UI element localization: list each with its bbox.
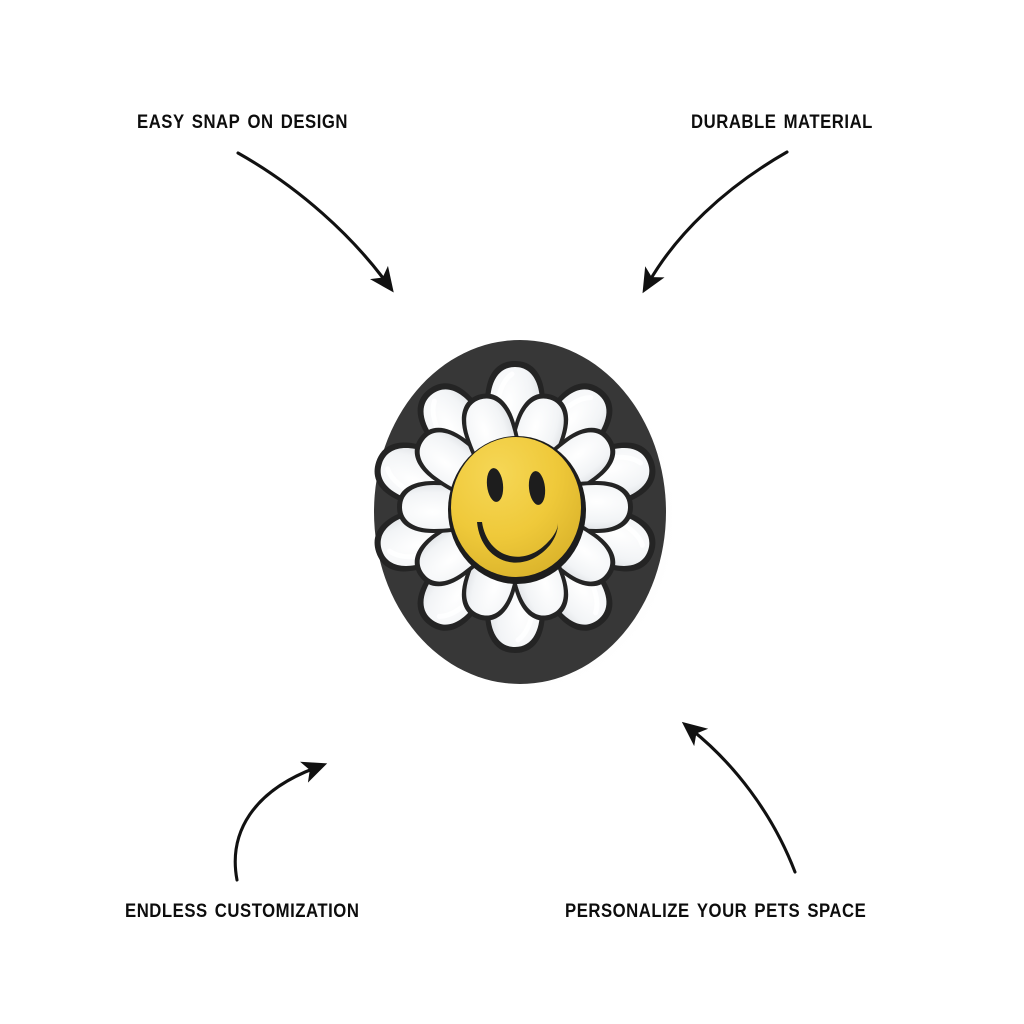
smiley-mouth [477,522,558,563]
product-image-daisy-smiley-charm [360,322,680,697]
feature-label-endless-customization: Endless customization [125,893,360,923]
arrow-endless-customization [233,761,328,882]
arrow-durable-material [642,150,789,294]
arrow-easy-snap-on-design [236,151,394,293]
feature-label-easy-snap-on-design: Easy snap on design [137,104,349,134]
feature-label-personalize-your-pets-space: Personalize your pets space [565,893,867,923]
feature-label-durable-material: Durable material [691,104,873,134]
smiley-right-eye [528,471,546,505]
smiley-face-center [448,436,586,584]
arrow-personalize-your-pets-space [681,721,797,874]
smiley-left-eye [486,468,504,502]
